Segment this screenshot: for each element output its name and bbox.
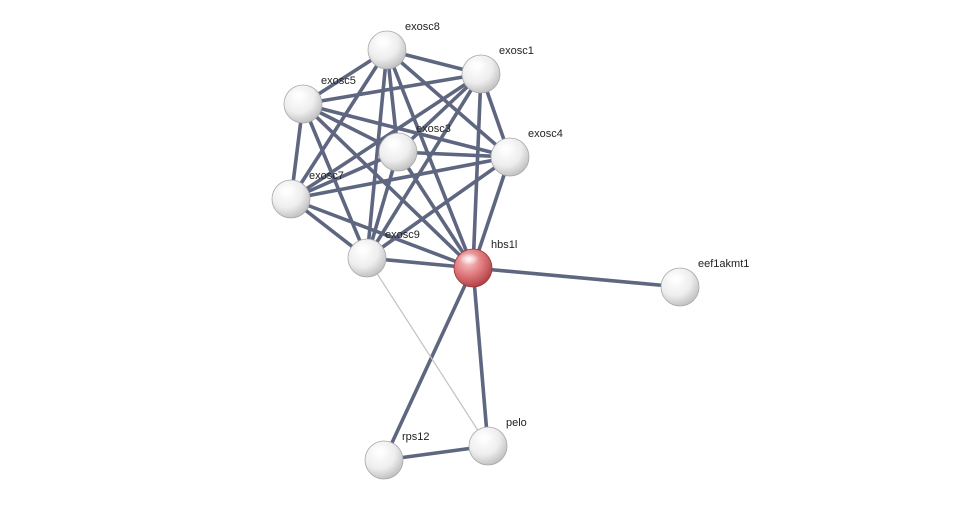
node-label-rps12: rps12 [402, 431, 430, 443]
edge-exosc4-exosc9[interactable] [365, 155, 512, 260]
node-highlight-pelo [474, 431, 494, 443]
edge-exosc3-exosc7[interactable] [289, 150, 400, 201]
nodes-layer: exosc8 exosc1 exosc5 exosc3 exosc4 exosc7 exos… [271, 21, 749, 480]
edge-exosc1-exosc7[interactable] [289, 72, 483, 201]
node-highlight-exosc8 [373, 35, 393, 47]
edge-hbs1l-pelo[interactable] [471, 266, 490, 448]
edge-exosc8-exosc9[interactable] [365, 48, 389, 260]
node-label-exosc3: exosc3 [416, 123, 451, 135]
edge-exosc1-exosc5[interactable] [301, 72, 483, 106]
edge-exosc7-hbs1l[interactable] [289, 197, 475, 270]
node-highlight-exosc4 [496, 142, 516, 154]
node-exosc9[interactable]: exosc9 [347, 229, 420, 278]
edge-exosc8-exosc7[interactable] [289, 48, 389, 201]
edge-exosc4-exosc7[interactable] [289, 155, 512, 201]
node-label-exosc4: exosc4 [528, 128, 563, 140]
node-exosc5[interactable]: exosc5 [283, 75, 356, 124]
node-pelo[interactable]: pelo [468, 417, 527, 466]
node-label-exosc8: exosc8 [405, 21, 440, 33]
node-highlight-exosc9 [353, 243, 373, 255]
node-label-exosc1: exosc1 [499, 45, 534, 57]
node-highlight-exosc1 [467, 59, 487, 71]
node-exosc8[interactable]: exosc8 [367, 21, 440, 70]
edge-exosc5-exosc4[interactable] [301, 102, 512, 159]
edge-exosc1-exosc9[interactable] [365, 72, 483, 260]
edge-hbs1l-eef1akmt1[interactable] [471, 266, 682, 289]
node-exosc3[interactable]: exosc3 [378, 123, 451, 172]
node-rps12[interactable]: rps12 [364, 431, 430, 480]
node-label-exosc7: exosc7 [309, 170, 344, 182]
node-label-exosc9: exosc9 [385, 229, 420, 241]
node-exosc4[interactable]: exosc4 [490, 128, 563, 177]
node-highlight-exosc5 [289, 89, 309, 101]
node-label-pelo: pelo [506, 417, 527, 429]
edge-hbs1l-rps12[interactable] [382, 266, 475, 462]
node-eef1akmt1[interactable]: eef1akmt1 [660, 258, 749, 307]
node-hbs1l[interactable]: hbs1l [453, 239, 517, 288]
node-label-hbs1l: hbs1l [491, 239, 517, 251]
node-label-eef1akmt1: eef1akmt1 [698, 258, 749, 270]
node-highlight-eef1akmt1 [666, 272, 686, 284]
node-highlight-rps12 [370, 445, 390, 457]
node-exosc1[interactable]: exosc1 [461, 45, 534, 94]
node-highlight-exosc7 [277, 184, 297, 196]
node-exosc7[interactable]: exosc7 [271, 170, 344, 219]
edge-exosc1-hbs1l[interactable] [471, 72, 483, 270]
node-highlight-hbs1l [459, 253, 479, 265]
node-highlight-exosc3 [384, 137, 404, 149]
edge-exosc9-pelo[interactable] [366, 257, 489, 447]
node-label-exosc5: exosc5 [321, 75, 356, 87]
edge-exosc4-hbs1l[interactable] [471, 155, 512, 270]
